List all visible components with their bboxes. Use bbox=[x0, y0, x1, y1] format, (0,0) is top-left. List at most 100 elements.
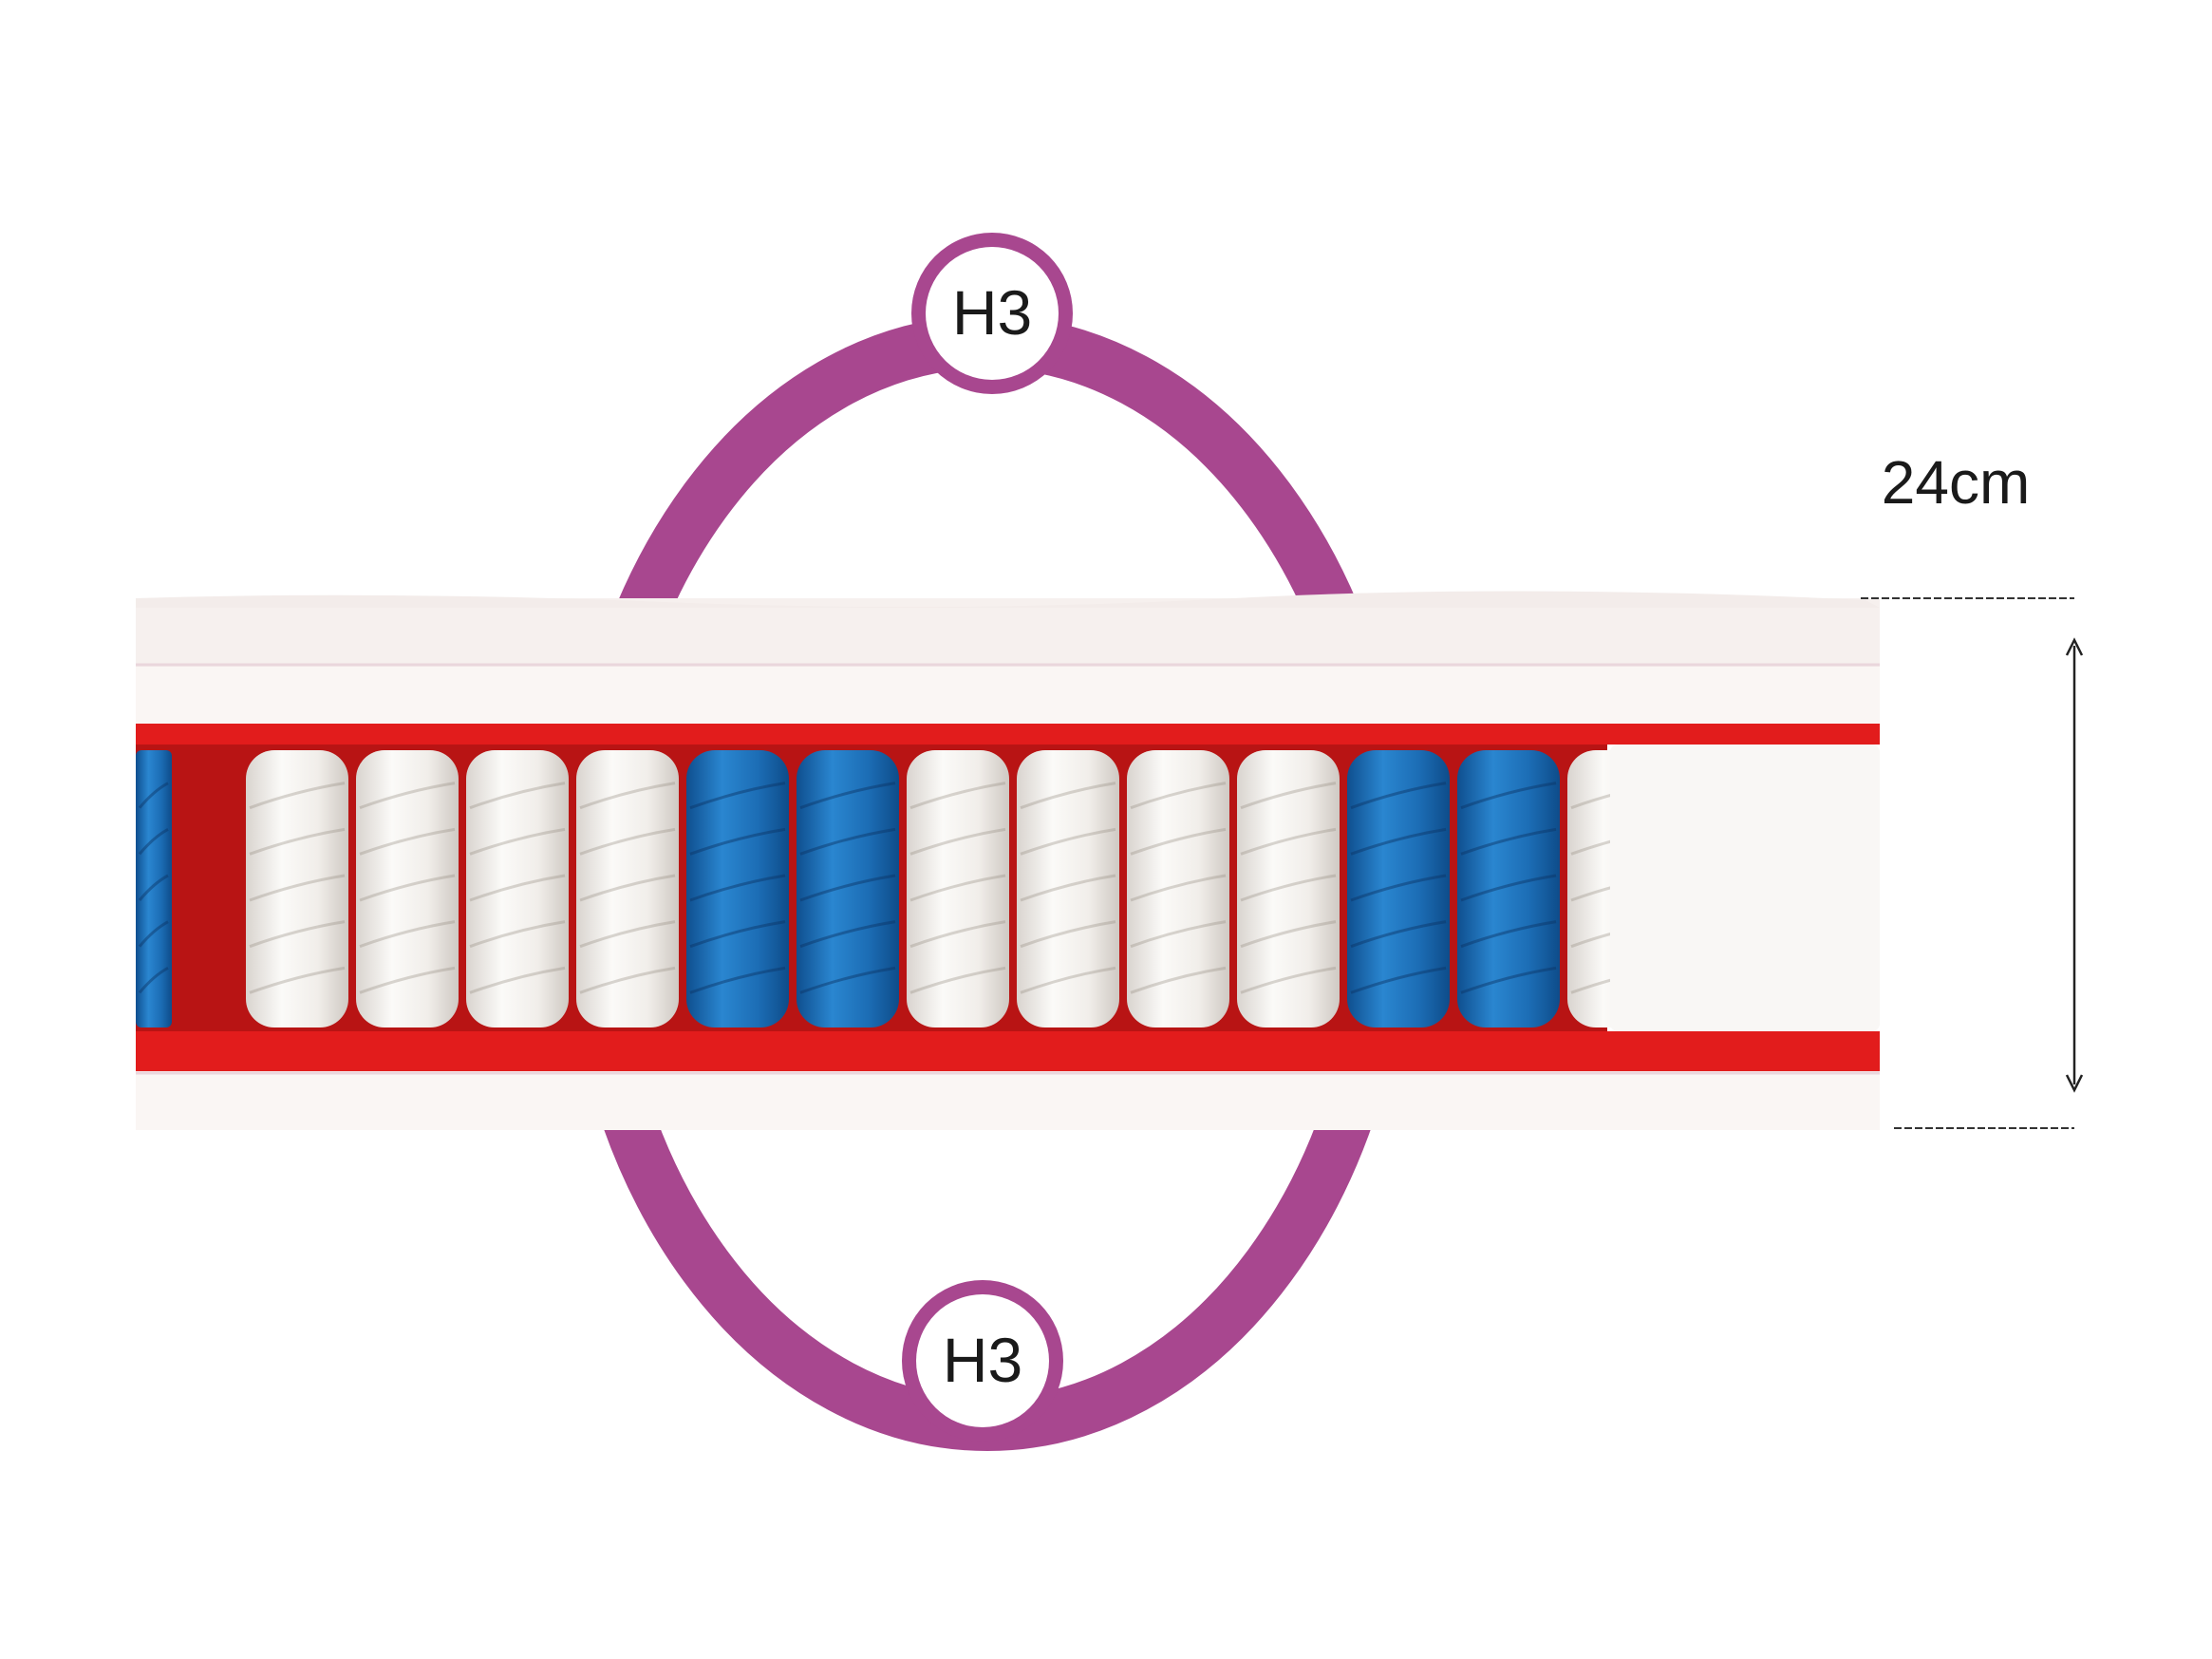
spring-coil-line bbox=[138, 967, 169, 994]
height-dimension: 24cm bbox=[1861, 448, 2084, 1129]
spring-coil-line bbox=[359, 874, 456, 902]
foam-edge-block bbox=[1610, 745, 1880, 1031]
spring-coil-line bbox=[1130, 827, 1227, 856]
spring-coil-line bbox=[909, 874, 1006, 902]
spring-coil-line bbox=[799, 874, 896, 902]
spring-coil-line bbox=[689, 874, 786, 902]
spring-coil-line bbox=[138, 828, 169, 856]
spring-blue bbox=[797, 750, 899, 1027]
spring-coil-line bbox=[138, 920, 169, 948]
spring-body bbox=[907, 750, 1009, 1027]
spring-coil-line bbox=[359, 920, 456, 949]
mattress-second-layer bbox=[136, 667, 1880, 724]
spring-coil-line bbox=[1350, 782, 1447, 810]
spring-coil-line bbox=[1240, 782, 1337, 810]
spring-row bbox=[136, 750, 1670, 1027]
spring-coil-line bbox=[1350, 827, 1447, 856]
spring-coil-line bbox=[909, 966, 1006, 994]
spring-coil-line bbox=[249, 920, 346, 949]
spring-coil-line bbox=[1240, 874, 1337, 902]
spring-coil-line bbox=[138, 782, 169, 809]
spring-body bbox=[1457, 750, 1560, 1027]
spring-coil-line bbox=[799, 966, 896, 994]
spring-coil-line bbox=[1020, 827, 1116, 856]
spring-coil-line bbox=[1240, 920, 1337, 949]
spring-blue bbox=[136, 750, 172, 1027]
spring-blue bbox=[686, 750, 789, 1027]
height-label: 24cm bbox=[1882, 448, 2031, 517]
spring-frame-bottom bbox=[136, 1031, 1880, 1071]
spring-body bbox=[246, 750, 348, 1027]
badge-inner bbox=[926, 247, 1059, 380]
spring-white bbox=[1017, 750, 1119, 1027]
spring-frame-top bbox=[136, 724, 1880, 745]
badge-inner bbox=[916, 1294, 1049, 1427]
spring-white bbox=[1127, 750, 1229, 1027]
mattress-top-edge bbox=[136, 591, 1880, 608]
height-arrow-head-down bbox=[2065, 1074, 2084, 1093]
spring-coil-line bbox=[359, 966, 456, 994]
spring-coil-line bbox=[1020, 966, 1116, 994]
spring-coil-line bbox=[799, 782, 896, 810]
spring-blue bbox=[1347, 750, 1450, 1027]
spring-coil-line bbox=[1130, 782, 1227, 810]
spring-coil-line bbox=[249, 827, 346, 856]
spring-body bbox=[576, 750, 679, 1027]
spring-coil-line bbox=[579, 966, 676, 994]
spring-coil-line bbox=[579, 782, 676, 810]
spring-coil-line bbox=[909, 827, 1006, 856]
spring-white bbox=[576, 750, 679, 1027]
firmness-badge-top: H3 bbox=[911, 233, 1073, 394]
spring-white bbox=[356, 750, 459, 1027]
spring-coil-line bbox=[1020, 920, 1116, 949]
spring-coil-line bbox=[1350, 874, 1447, 902]
spring-body bbox=[1127, 750, 1229, 1027]
spring-coil-line bbox=[909, 782, 1006, 810]
spring-coil-line bbox=[689, 966, 786, 994]
spring-coil-line bbox=[1020, 782, 1116, 810]
height-arrow-head-up bbox=[2065, 637, 2084, 656]
spring-blue bbox=[1457, 750, 1560, 1027]
spring-coil-line bbox=[1350, 966, 1447, 994]
spring-coil-line bbox=[579, 827, 676, 856]
spring-body bbox=[356, 750, 459, 1027]
firmness-top-label: H3 bbox=[952, 277, 1032, 348]
spring-coil-line bbox=[689, 920, 786, 949]
spring-coil-line bbox=[579, 920, 676, 949]
spring-body bbox=[1237, 750, 1340, 1027]
spring-white bbox=[907, 750, 1009, 1027]
spring-coil-line bbox=[579, 874, 676, 902]
spring-white bbox=[246, 750, 348, 1027]
spring-coil-line bbox=[1020, 874, 1116, 902]
spring-coil-line bbox=[359, 782, 456, 810]
spring-white bbox=[466, 750, 569, 1027]
spring-coil-line bbox=[909, 920, 1006, 949]
spring-coil-line bbox=[138, 874, 169, 901]
spring-body bbox=[466, 750, 569, 1027]
spring-coil-line bbox=[1460, 827, 1557, 856]
spring-body bbox=[686, 750, 789, 1027]
spring-coil-line bbox=[689, 782, 786, 810]
spring-coil-line bbox=[469, 827, 566, 856]
spring-coil-line bbox=[1240, 966, 1337, 994]
mattress-top-layer bbox=[136, 598, 1880, 667]
spring-coil-line bbox=[1130, 966, 1227, 994]
spring-coil-line bbox=[249, 874, 346, 902]
spring-coil-line bbox=[469, 782, 566, 810]
spring-coil-line bbox=[799, 827, 896, 856]
spring-body bbox=[797, 750, 899, 1027]
spring-body bbox=[1347, 750, 1450, 1027]
spring-coil-line bbox=[469, 966, 566, 994]
mattress-bottom-layer bbox=[136, 1071, 1880, 1130]
spring-coil-line bbox=[1460, 966, 1557, 994]
spring-coil-line bbox=[689, 827, 786, 856]
spring-coil-line bbox=[1460, 782, 1557, 810]
firmness-bottom-label: H3 bbox=[943, 1325, 1022, 1395]
spring-coil-line bbox=[1240, 827, 1337, 856]
spring-coil-line bbox=[469, 874, 566, 902]
spring-body bbox=[136, 750, 172, 1027]
spring-coil-line bbox=[249, 782, 346, 810]
firmness-badge-bottom: H3 bbox=[902, 1280, 1063, 1442]
spring-coil-line bbox=[1460, 874, 1557, 902]
